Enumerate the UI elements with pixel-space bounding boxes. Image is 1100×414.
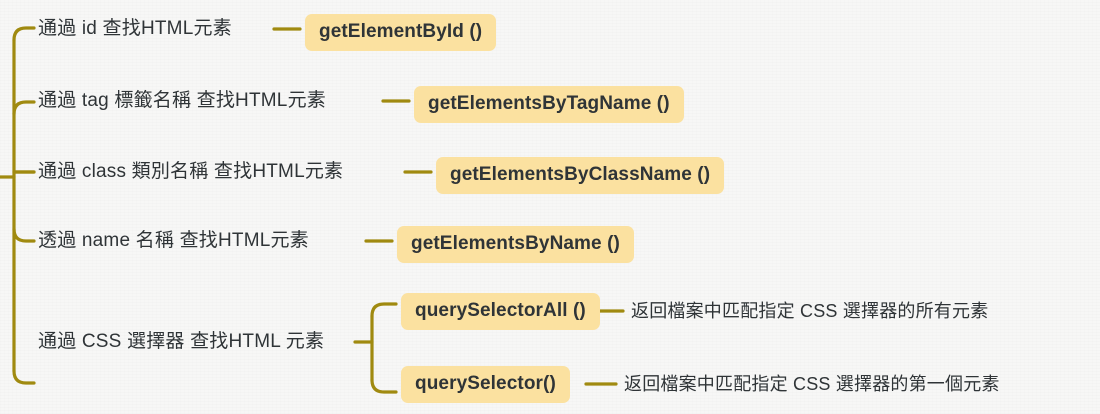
method-badge-getElementsByName[interactable]: getElementsByName () (397, 226, 634, 263)
method-badge-getElementsByTagName[interactable]: getElementsByTagName () (414, 86, 684, 123)
sub-elbow-top (370, 302, 398, 318)
branch-label-id: 通過 id 查找HTML元素 (38, 18, 232, 39)
description-querySelector: 返回檔案中匹配指定 CSS 選擇器的第一個元素 (624, 374, 1000, 394)
method-badge-querySelector[interactable]: querySelector() (401, 366, 570, 403)
branch-elbow-2 (12, 100, 36, 116)
method-badge-querySelectorAll[interactable]: querySelectorAll () (401, 293, 600, 330)
method-badge-getElementById[interactable]: getElementById () (305, 14, 497, 51)
branch-elbow-1 (12, 26, 36, 42)
sub-elbow-bottom (370, 378, 398, 394)
branch-label-name: 透過 name 名稱 查找HTML元素 (38, 230, 309, 251)
method-badge-getElementsByClassName[interactable]: getElementsByClassName () (436, 157, 725, 194)
branch-label-css-selector: 通過 CSS 選擇器 查找HTML 元素 (38, 331, 325, 352)
description-querySelectorAll: 返回檔案中匹配指定 CSS 選擇器的所有元素 (631, 301, 989, 321)
branch-elbow-4 (12, 227, 36, 243)
branch-label-tag: 通過 tag 標籤名稱 查找HTML元素 (38, 90, 326, 111)
branch-label-class: 通過 class 類別名稱 查找HTML元素 (38, 161, 344, 182)
branch-elbow-5 (12, 369, 36, 385)
